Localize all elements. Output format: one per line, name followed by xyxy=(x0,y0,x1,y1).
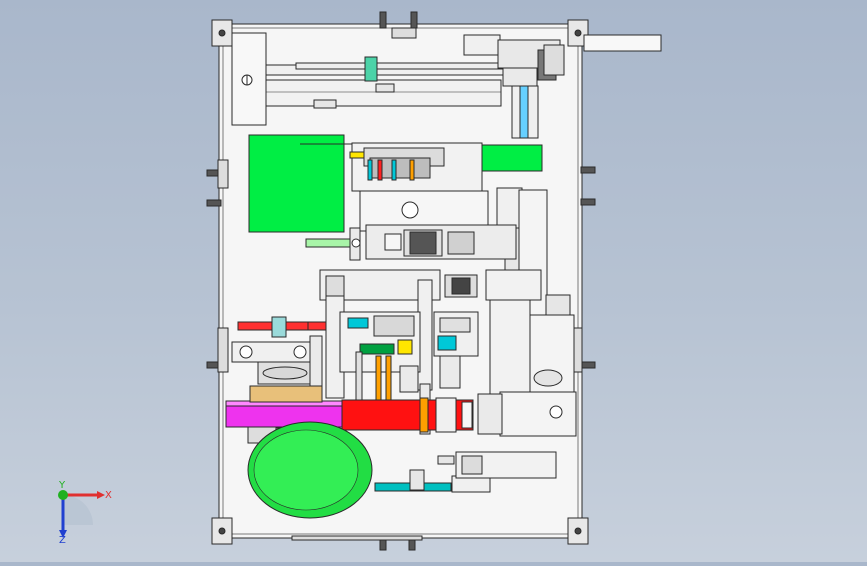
middle-rails xyxy=(319,269,571,391)
right-lower-structure xyxy=(477,299,577,437)
upper-centre-mechanism xyxy=(349,142,543,232)
centre-drive-block xyxy=(365,224,517,260)
top-left-plate xyxy=(231,32,267,126)
green-panel xyxy=(248,134,367,233)
x-axis-label: X xyxy=(105,490,112,501)
inspection-block xyxy=(339,311,479,389)
x-axis-arrow xyxy=(97,491,105,499)
left-tool-stack xyxy=(231,295,345,399)
z-axis-arrow xyxy=(59,530,67,538)
top-right-carriage xyxy=(463,34,662,139)
coordinate-triad: X Y Z xyxy=(45,480,115,546)
y-axis-label: Y xyxy=(58,480,66,491)
mint-cylinder xyxy=(305,227,361,261)
z-axis-label: Z xyxy=(59,535,66,545)
y-axis-dot xyxy=(58,490,68,500)
green-wheel xyxy=(247,421,373,519)
bottom-cylinder xyxy=(374,451,557,493)
conveyor-belt xyxy=(341,397,474,433)
top-linear-module xyxy=(265,56,504,109)
